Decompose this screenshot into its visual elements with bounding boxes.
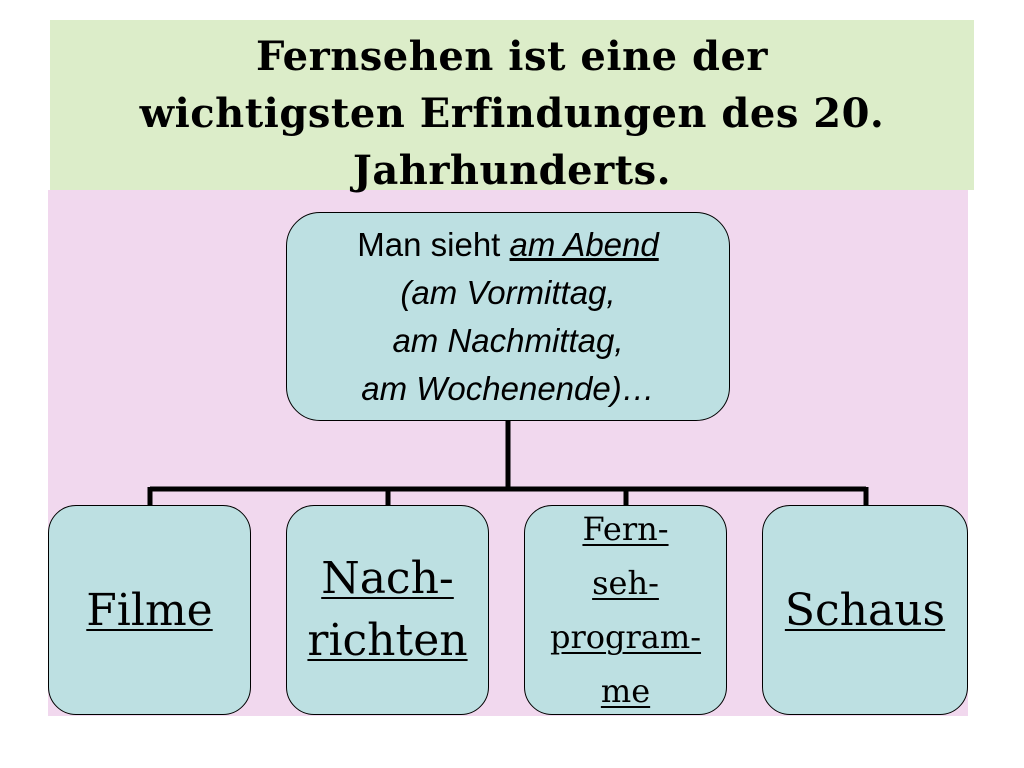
title-banner: Fernsehen ist eine der wichtigsten Erfin…: [50, 20, 974, 194]
leaf-node-fernsehprogramme: Fern- seh- program- me: [524, 505, 727, 715]
root-node: Man sieht am Abend (am Vormittag, am Nac…: [286, 212, 730, 421]
title-line-3: Jahrhunderts.: [352, 147, 672, 194]
slide-title: Fernsehen ist eine der wichtigsten Erfin…: [50, 28, 974, 199]
leaf-label-line-3: program-: [549, 618, 702, 656]
leaf-label-line-2: richten: [307, 615, 468, 666]
root-line-3: am Nachmittag,: [392, 321, 624, 359]
leaf-node-filme: Filme: [48, 505, 251, 715]
leaf-label-line-1: Nach-: [321, 553, 454, 604]
root-line-2: (am Vormittag,: [400, 273, 616, 311]
leaf-label: Filme: [86, 584, 213, 636]
root-line-1: Man sieht am Abend: [357, 221, 658, 269]
root-line-4: am Wochenende)…: [361, 369, 655, 407]
title-line-1: Fernsehen ist eine der: [255, 33, 769, 80]
leaf-label-line-1: Fern-: [582, 510, 669, 548]
leaf-label-line-2: seh-: [592, 564, 659, 602]
leaf-node-schaus: Schaus: [762, 505, 968, 715]
leaf-label: Schaus: [784, 584, 946, 636]
root-emphasis: am Abend: [509, 225, 659, 263]
title-line-2: wichtigsten Erfindungen des 20.: [139, 90, 885, 137]
leaf-label-line-4: me: [600, 672, 651, 710]
root-prefix: Man sieht: [357, 225, 510, 263]
leaf-node-nachrichten: Nach- richten: [286, 505, 489, 715]
